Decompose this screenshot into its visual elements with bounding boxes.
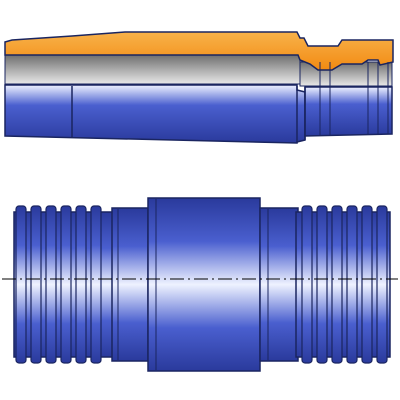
sectioned-pin-view [4, 31, 394, 144]
coupling-external-view [2, 197, 398, 372]
right-thread-crests [301, 205, 388, 364]
pin-external-body [4, 84, 306, 144]
central-body [147, 197, 261, 372]
left-collar [111, 207, 149, 362]
right-collar [259, 207, 299, 362]
pin-external-nose [304, 86, 393, 137]
left-thread-crests [15, 205, 102, 364]
pin-bore-section [4, 54, 301, 85]
pin-wall-section [4, 31, 394, 71]
